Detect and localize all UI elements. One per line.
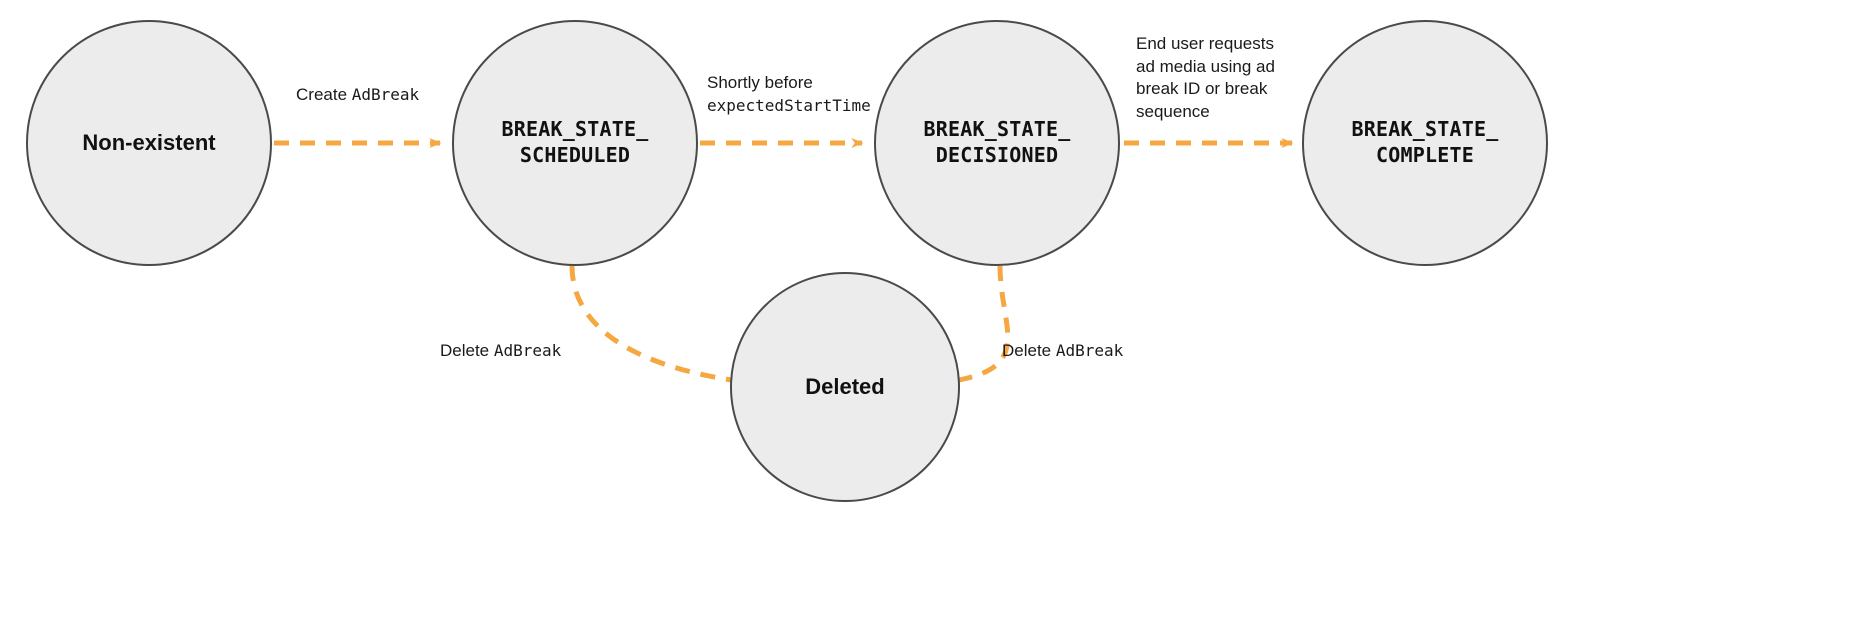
edge-label-enduser-line1: End user requests: [1136, 34, 1274, 53]
edge-label-shortly-line1: Shortly before: [707, 73, 813, 92]
edge-label-enduser-line2: ad media using ad: [1136, 56, 1275, 76]
edge-label-delete-right-mono: AdBreak: [1055, 341, 1124, 360]
edge-label-delete-left-mono: AdBreak: [493, 341, 562, 360]
edge-label-end-user-requests: End user requests ad media using ad brea…: [1136, 33, 1275, 123]
edge-label-delete-adbreak-left: Delete AdBreak: [440, 340, 561, 363]
state-label-deleted: Deleted: [805, 373, 885, 399]
state-node-break-state-complete[interactable]: BREAK_STATE_ COMPLETE: [1302, 20, 1548, 266]
edge-label-delete-left-word: Delete: [440, 341, 494, 360]
edge-delete-from-scheduled: [569, 265, 756, 387]
edge-label-shortly-line2: expectedStartTime: [707, 95, 871, 115]
state-label-break-state-complete: BREAK_STATE_ COMPLETE: [1351, 117, 1499, 167]
edge-label-create-word: Create: [296, 85, 352, 104]
edge-label-shortly-before: Shortly before expectedStartTime: [707, 72, 871, 116]
state-node-deleted[interactable]: Deleted: [730, 272, 960, 502]
edge-label-create-mono: AdBreak: [351, 85, 420, 104]
state-label-non-existent: Non-existent: [82, 129, 216, 155]
edge-label-enduser-line4: sequence: [1136, 101, 1210, 121]
state-label-break-state-scheduled: BREAK_STATE_ SCHEDULED: [501, 117, 649, 167]
state-node-break-state-scheduled[interactable]: BREAK_STATE_ SCHEDULED: [452, 20, 698, 266]
edge-label-delete-adbreak-right: Delete AdBreak: [1002, 340, 1123, 363]
state-node-break-state-decisioned[interactable]: BREAK_STATE_ DECISIONED: [874, 20, 1120, 266]
edge-label-delete-right-word: Delete: [1002, 341, 1056, 360]
edge-label-enduser-line3: break ID or break: [1136, 79, 1268, 99]
edge-label-create-adbreak: Create AdBreak: [296, 84, 419, 107]
state-label-break-state-decisioned: BREAK_STATE_ DECISIONED: [923, 117, 1071, 167]
state-node-non-existent[interactable]: Non-existent: [26, 20, 272, 266]
